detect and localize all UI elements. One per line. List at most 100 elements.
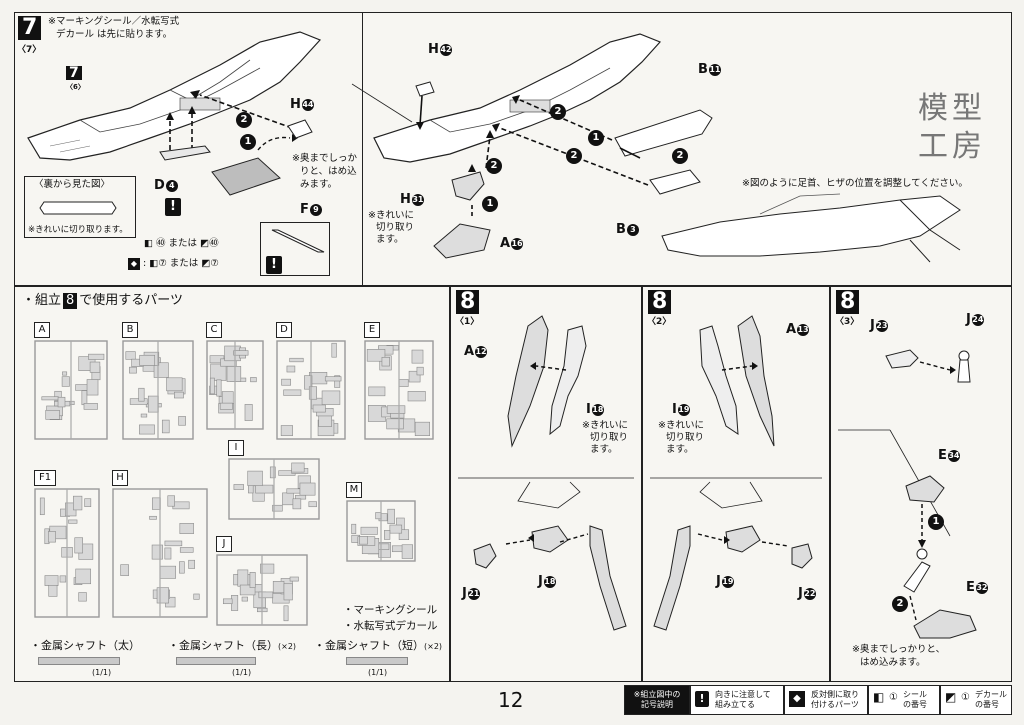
runner-sprue-h <box>112 488 208 618</box>
part-label-e34: E34 <box>938 448 960 463</box>
part-label-j24: J24 <box>966 312 984 327</box>
note-clean-3: ます。 <box>376 234 404 245</box>
marking-seal-label: ・マーキングシール <box>343 604 438 616</box>
step-7-sub: 〈7〉 <box>17 45 42 55</box>
runner-sprue-j <box>216 554 308 626</box>
note-press-2: りと、はめ込 <box>300 166 357 177</box>
note-press-3: みます。 <box>300 179 338 190</box>
step-8-1-sub: 〈1〉 <box>455 317 480 327</box>
back-view-note: ※きれいに切り取ります。 <box>28 225 128 235</box>
runner-label-e: E <box>364 322 380 338</box>
shaft-thick <box>38 657 120 665</box>
sticker-strip <box>271 229 325 253</box>
part-label-j23: J23 <box>870 318 888 333</box>
seal-option: ◧ ㊵ または ◩㊵ <box>144 238 219 249</box>
decal-label: ・水転写式デカール <box>343 620 438 632</box>
part-label-a12: A12 <box>464 344 488 359</box>
mini-step-sub: 〈6〉 <box>66 83 85 91</box>
runner-label-a: A <box>34 322 50 338</box>
badge-right-2d: 2 <box>672 148 688 164</box>
caution-icon: ! <box>165 198 181 216</box>
mini-step-number: 7 <box>66 66 82 80</box>
legend-seal: ◧ ① シールの番号 <box>868 685 940 715</box>
step-8-1-note-1: ※きれいに <box>582 420 628 431</box>
step-badge-1: 1 <box>240 134 256 150</box>
runner-label-d: D <box>276 322 292 338</box>
badge-right-2a: 2 <box>486 158 502 174</box>
runner-sprue-c <box>206 340 264 430</box>
badge-right-1a: 1 <box>482 196 498 212</box>
legend-decal-icon: ◩ <box>945 690 957 704</box>
step-8-1-drawing <box>458 315 634 631</box>
legend-decal-number: ① <box>961 692 970 703</box>
seal-icon-2: ◧ <box>149 258 159 269</box>
step-8-3-note-1: ※奥までしっかりと、 <box>852 644 946 655</box>
step-8-2-drawing <box>650 315 822 631</box>
step-8-2-note-3: ます。 <box>666 444 694 455</box>
shaft-long-label: ・金属シャフト（長）(×2) <box>168 639 297 652</box>
note-stand: ※図のように足首、ヒザの位置を調整してください。 <box>742 178 968 189</box>
part-label-a16: A16 <box>500 236 524 251</box>
step-8-3-badge-2: 2 <box>892 596 908 612</box>
step-8-2-number: 8 <box>648 290 672 314</box>
runner-label-i: I <box>228 440 244 456</box>
runner-label-b: B <box>122 322 138 338</box>
part-label-e32: E32 <box>966 580 988 595</box>
step-8-2-sub: 〈2〉 <box>647 317 672 327</box>
note-clean-2: 切り取り <box>376 222 415 233</box>
watermark-line1: 模型 <box>918 91 986 126</box>
step-8-1-note-2: 切り取り <box>590 432 629 443</box>
legend-seal-icon: ◧ <box>873 690 885 704</box>
badge-right-2c: 2 <box>566 148 582 164</box>
runner-sprue-b <box>122 340 194 440</box>
step-8-2-note-2: 切り取り <box>666 432 705 443</box>
decal-option: ◆ : ◧⑦ または ◩⑦ <box>128 258 219 270</box>
runner-sprue-i <box>228 458 320 520</box>
runner-label-f1: F1 <box>34 470 56 486</box>
shaft-long-ratio: (1/1) <box>232 668 252 677</box>
runner-label-j: J <box>216 536 232 552</box>
step-8-1-number: 8 <box>456 290 480 314</box>
legend-opposite-icon: ◆ <box>789 691 805 707</box>
opposite-side-icon: ◆ <box>128 258 140 270</box>
runner-sprue-f1 <box>34 488 100 618</box>
ship-illustration-left <box>27 31 322 161</box>
part-label-j22: J22 <box>798 586 816 601</box>
shaft-short-ratio: (1/1) <box>368 668 388 677</box>
step-8-3-note-2: はめ込みます。 <box>860 657 926 668</box>
part-label-j21: J21 <box>462 586 480 601</box>
legend-opposite: ◆ 反対側に取り付けるパーツ <box>784 685 868 715</box>
legend-caution: ! 向きに注意して組み立てる <box>690 685 784 715</box>
decal-icon: ◩ <box>200 238 210 249</box>
step-8-3-drawing <box>838 349 977 639</box>
step-7-note-marking: ※マーキングシール／水転写式 <box>48 16 180 27</box>
part-label-j19: J19 <box>716 574 734 589</box>
assembly-arrows-right <box>351 81 961 263</box>
note-clean-1: ※きれいに <box>368 210 414 221</box>
page-number: 12 <box>498 688 524 712</box>
back-view-part <box>39 201 117 215</box>
part-label-h31: H31 <box>400 192 424 207</box>
step-8-2-panel <box>642 286 830 682</box>
runner-sprue-m <box>346 500 416 562</box>
runner-label-m: M <box>346 482 362 498</box>
legend-decal: ◩ ① デカールの番号 <box>940 685 1012 715</box>
part-label-a13: A13 <box>786 322 810 337</box>
runner-sprue-d <box>276 340 346 440</box>
legend-seal-number: ① <box>889 692 898 703</box>
part-label-b11: B11 <box>698 62 721 77</box>
step-7-note-marking2: デカール は先に貼ります。 <box>56 29 173 40</box>
shaft-long <box>176 657 256 665</box>
shaft-short <box>346 657 408 665</box>
seal-icon: ◧ <box>144 238 153 249</box>
badge-right-1b: 1 <box>588 130 604 146</box>
part-label-i18: I18 <box>586 402 604 417</box>
part-label-h42: H42 <box>428 42 452 57</box>
caution-icon-2: ! <box>266 256 282 274</box>
step-badge-2: 2 <box>236 112 252 128</box>
step-8-3-badge-1: 1 <box>928 514 944 530</box>
